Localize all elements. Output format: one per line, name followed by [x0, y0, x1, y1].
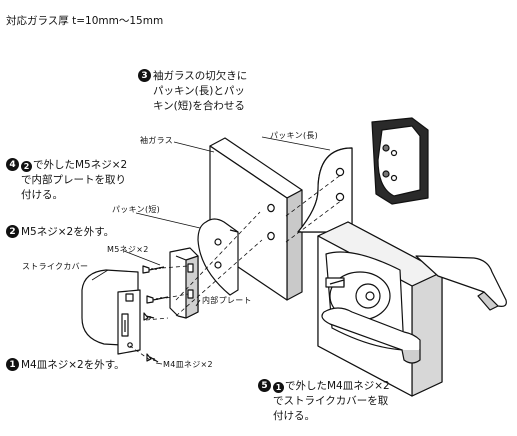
step-text-line: で内部プレートを取り — [21, 174, 126, 186]
step-number-badge: 2 — [6, 225, 19, 238]
step-number-badge: 5 — [258, 379, 271, 392]
label-m5-screw: M5ネジ×2 — [107, 245, 149, 254]
inner-plate — [169, 247, 199, 319]
step-text-line: キン(短)を合わせる — [153, 100, 245, 112]
step-text-line: 付ける。 — [21, 189, 63, 201]
step-text-line: 付ける。 — [273, 410, 315, 422]
step-1-instruction: 1 M4皿ネジ×2を外す。 — [6, 357, 125, 372]
step-number-badge: 1 — [6, 358, 19, 371]
long-packing — [297, 147, 353, 233]
lever-handle-front — [321, 307, 421, 364]
label-strike-cover: ストライクカバー — [22, 262, 89, 271]
label-side-glass: 袖ガラス — [140, 136, 174, 145]
lever-handle-back — [415, 255, 507, 311]
step-text-line: パッキン(長)とパッ — [153, 85, 245, 97]
m5-screw-upper — [142, 265, 165, 274]
step-number-badge: 3 — [138, 69, 151, 82]
step-2-instruction: 2 M5ネジ×2を外す。 — [6, 224, 114, 239]
side-glass-panel — [209, 137, 303, 301]
step-ref-badge: 2 — [21, 161, 32, 172]
short-packing — [197, 218, 239, 296]
step-text-line: M5ネジ×2を外す。 — [21, 226, 115, 238]
m4-screw-lower — [146, 353, 159, 363]
m4-screw-upper — [143, 312, 155, 321]
step-3-instruction: 3 袖ガラスの切欠きに パッキン(長)とパッ キン(短)を合わせる — [138, 68, 247, 113]
label-long-packing: パッキン(長) — [270, 131, 319, 140]
step-text-line: でストライクカバーを取 — [273, 395, 389, 407]
label-inner-plate: 内部プレート — [202, 296, 252, 305]
step-number-badge: 4 — [6, 158, 19, 171]
strike-cover — [81, 269, 141, 355]
leader-lines — [91, 136, 331, 365]
step-text-line: 袖ガラスの切欠きに — [153, 70, 248, 82]
step-ref-badge: 1 — [273, 382, 284, 393]
assembly-axes — [129, 173, 343, 361]
strike-receiver-plate — [371, 117, 429, 205]
m5-screw-lower — [146, 295, 169, 304]
label-m4-screw: M4皿ネジ×2 — [163, 360, 213, 369]
label-short-packing: パッキン(短) — [112, 205, 161, 214]
step-text-line: M4皿ネジ×2を外す。 — [21, 359, 125, 371]
glass-thickness-spec: 対応ガラス厚 t=10mm〜15mm — [6, 15, 164, 27]
